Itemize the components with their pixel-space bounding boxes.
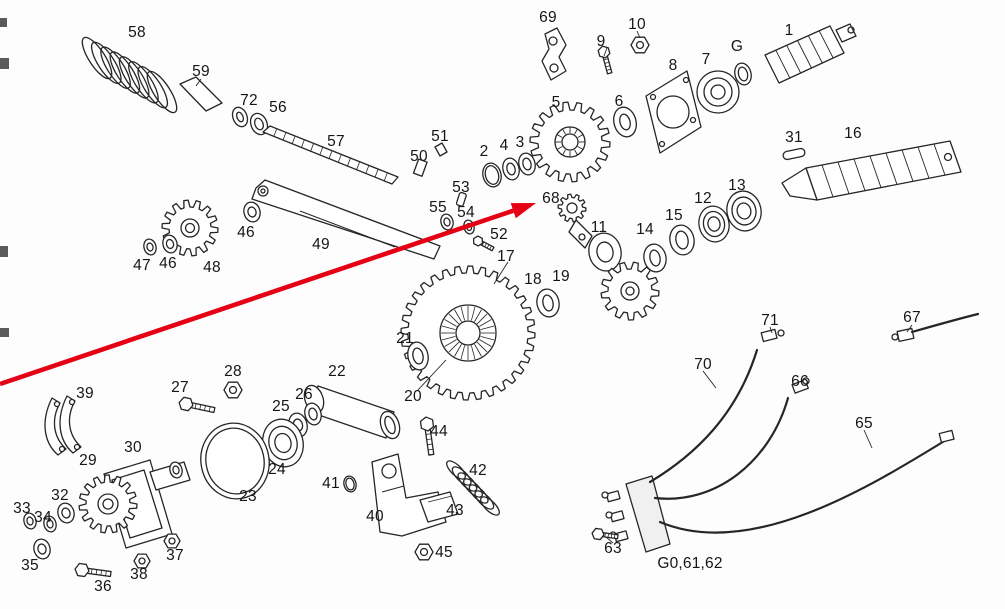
gear-48 <box>143 199 261 257</box>
washer-21 <box>407 341 429 371</box>
tube-22 <box>303 384 401 440</box>
spring-58 <box>81 36 178 114</box>
washer-18 <box>536 288 560 318</box>
hub-11 <box>588 232 622 272</box>
lever-49 <box>251 179 441 260</box>
gear-19 <box>600 261 660 321</box>
leader-lines <box>195 30 913 544</box>
fitting-66 <box>791 377 810 394</box>
bolt-63 <box>591 527 619 541</box>
red-arrow <box>0 203 536 387</box>
small-parts-52-55 <box>440 191 495 252</box>
shaft-1 <box>764 23 857 84</box>
bracket-39 <box>44 395 82 456</box>
bolt-9 <box>597 45 613 75</box>
fitting-65-end <box>938 429 955 443</box>
nut-10 <box>630 36 650 54</box>
ring-G <box>734 62 752 86</box>
bracket-40 <box>371 453 447 537</box>
nut-28 <box>223 381 243 399</box>
nut-37 <box>163 533 181 549</box>
washers-32-35 <box>23 502 75 560</box>
bolt-44 <box>419 416 435 456</box>
shaft-59 <box>179 76 269 136</box>
part-68 <box>557 193 593 249</box>
pipes-65-70 <box>648 348 948 534</box>
hose-block-60-62 <box>601 475 671 553</box>
shaft-16 <box>781 140 962 201</box>
nut-38 <box>133 553 151 569</box>
scan-artifacts <box>0 18 9 337</box>
part-43 <box>419 491 459 523</box>
fitting-71 <box>760 328 785 343</box>
rings-2-3-4 <box>482 152 536 188</box>
plate-8 <box>645 70 702 154</box>
spring-42 <box>446 460 500 516</box>
bolt-36 <box>74 562 112 578</box>
bearing-24 <box>262 418 304 468</box>
key-31 <box>782 147 806 161</box>
fitting-67 <box>891 312 980 342</box>
pawl-69 <box>541 27 567 81</box>
washer-6 <box>613 106 637 138</box>
ring-23 <box>200 422 270 500</box>
bolt-27 <box>178 396 216 414</box>
ring-41 <box>343 475 357 493</box>
bearing-7 <box>696 70 740 114</box>
bearing-13 <box>726 190 762 232</box>
nut-45 <box>414 543 434 561</box>
washers-14-15 <box>643 224 695 273</box>
gear-5 <box>529 101 611 183</box>
bearing-12 <box>698 205 730 243</box>
gear-29 <box>78 474 138 534</box>
sprocket-17 <box>400 265 536 401</box>
rod-57 <box>262 125 448 185</box>
